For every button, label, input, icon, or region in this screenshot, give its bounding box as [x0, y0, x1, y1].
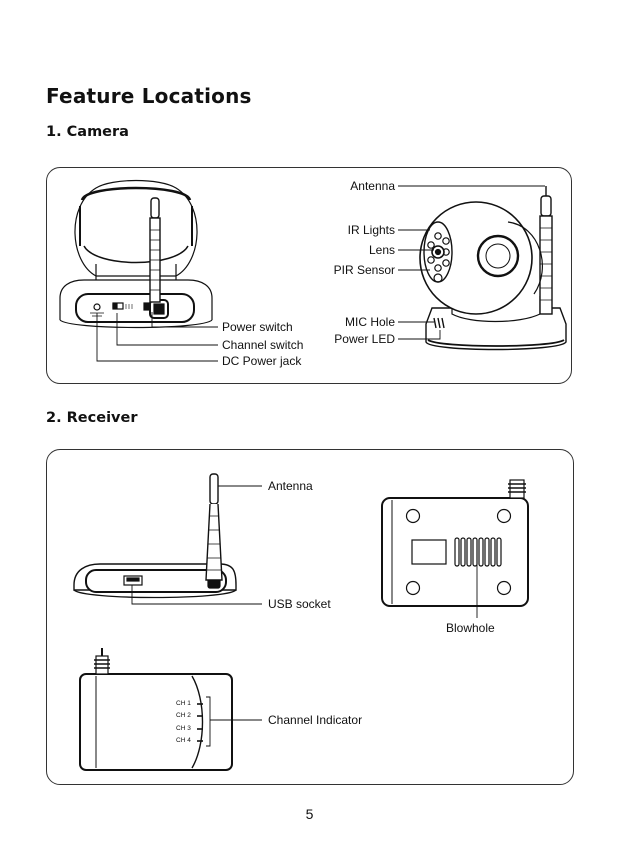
- camera-front-illustration: [398, 185, 567, 351]
- channel-indicator-label: Channel Indicator: [268, 713, 363, 727]
- receiver-top-illustration: [79, 648, 262, 771]
- lens-label: Lens: [368, 243, 395, 257]
- camera-antenna-label: Antenna: [350, 179, 395, 193]
- ir-lights-label: IR Lights: [347, 223, 395, 237]
- receiver-antenna-label: Antenna: [268, 479, 313, 493]
- camera-heading: 1. Camera: [46, 124, 129, 140]
- receiver-front-illustration: [73, 473, 262, 605]
- mic-hole-label: MIC Hole: [344, 315, 395, 329]
- camera-back-illustration: [59, 179, 218, 362]
- dc-power-jack-label: DC Power jack: [222, 354, 302, 368]
- page-title: Feature Locations: [46, 84, 252, 108]
- channel-switch-label: Channel switch: [222, 338, 304, 352]
- receiver-heading: 2. Receiver: [46, 410, 138, 426]
- ch3-label: CH 3: [176, 725, 191, 732]
- blowhole-label: Blowhole: [446, 621, 495, 635]
- ch2-label: CH 2: [176, 712, 191, 719]
- page-number: 5: [305, 806, 314, 822]
- ch1-label: CH 1: [176, 700, 191, 707]
- power-switch-label: Power switch: [222, 320, 293, 334]
- power-led-label: Power LED: [334, 332, 395, 346]
- receiver-bottom-illustration: [381, 479, 529, 618]
- pir-sensor-label: PIR Sensor: [333, 263, 395, 277]
- usb-socket-label: USB socket: [268, 597, 331, 611]
- ch4-label: CH 4: [176, 737, 191, 744]
